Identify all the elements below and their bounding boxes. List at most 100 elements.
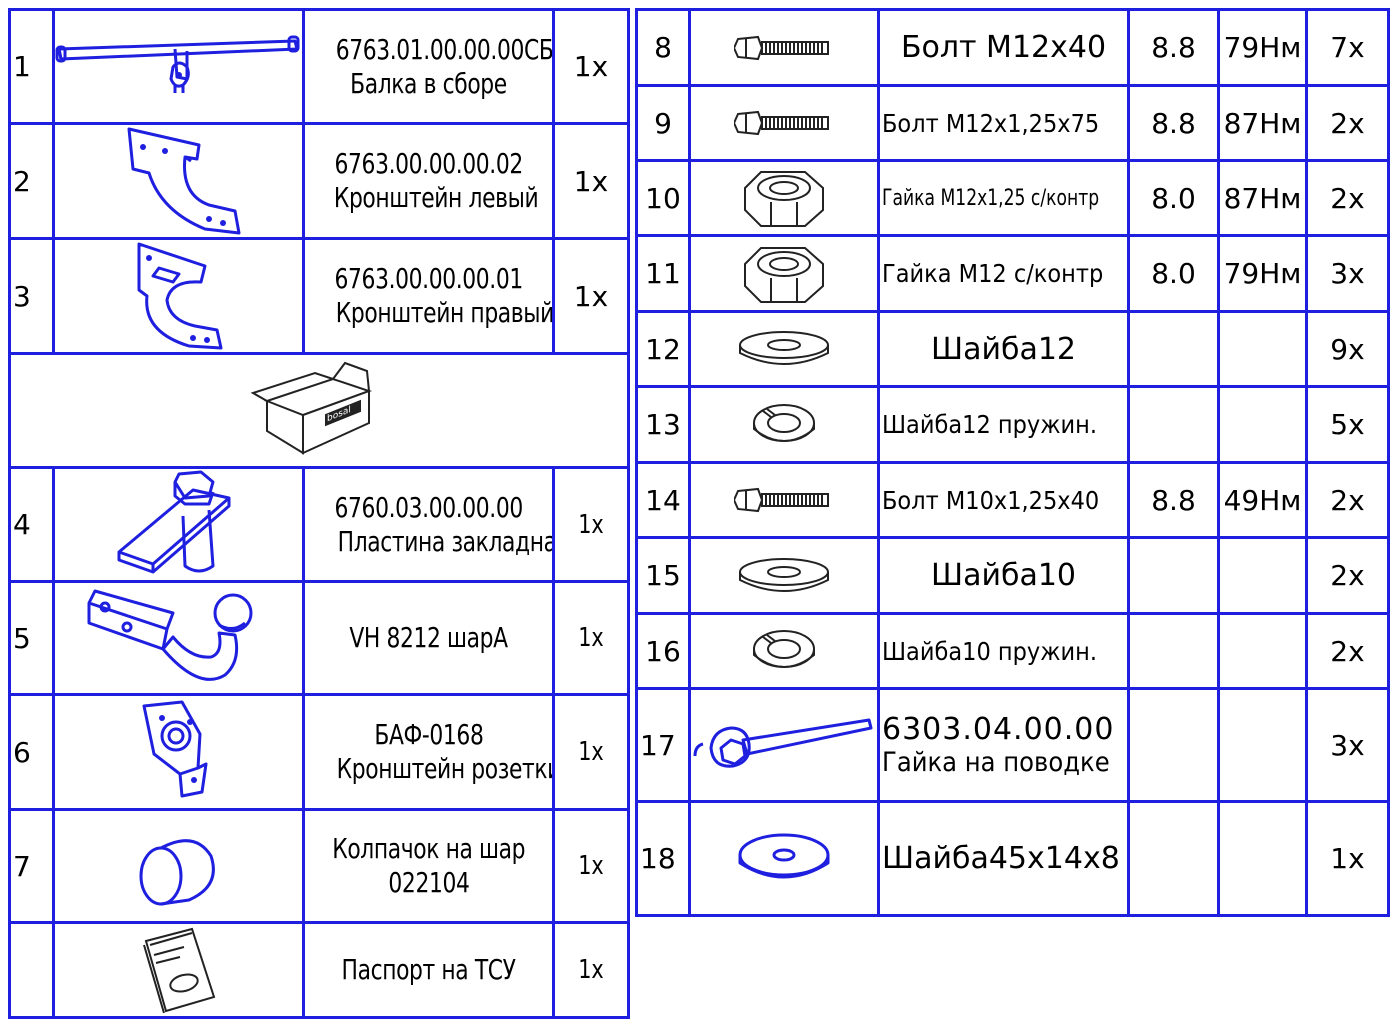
part-name: Гайка М12х1,25 с/контр	[877, 159, 1130, 237]
part-name: Болт М12х1,25х75	[877, 84, 1130, 162]
quantity: 1x	[552, 808, 630, 924]
torque	[1217, 612, 1308, 690]
part-name: Кронштейн левый	[333, 181, 539, 214]
towball-icon	[52, 580, 305, 696]
quantity: 2x	[1305, 612, 1390, 690]
quantity: 3x	[1305, 687, 1390, 803]
part-description: Колпачок на шар 022104	[302, 808, 555, 924]
quantity: 1x	[552, 8, 630, 125]
table-row: Паспорт на ТСУ 1x	[8, 921, 630, 1019]
part-name: Паспорт на ТСУ	[341, 953, 516, 987]
table-row: 8 Болт М12х40 8.8 79Нм 7x	[635, 8, 1390, 87]
torque	[1217, 536, 1308, 615]
part-name: Шайба10	[877, 536, 1130, 615]
spring-washer-icon	[688, 385, 880, 464]
quantity: 2x	[1305, 536, 1390, 615]
table-row: 5 VH 8212 шарА 1x	[8, 580, 630, 696]
bolt-icon	[688, 461, 880, 539]
large-washer-icon	[688, 800, 880, 917]
strength-class	[1127, 310, 1220, 388]
part-name: Болт М10х1,25х40	[877, 461, 1130, 539]
bolt-icon	[688, 84, 880, 162]
torque	[1217, 385, 1308, 464]
item-number: 15	[635, 536, 691, 615]
quantity: 1x	[552, 122, 630, 240]
quantity: 1x	[552, 580, 630, 696]
item-number: 16	[635, 612, 691, 690]
washer-icon	[688, 310, 880, 388]
part-code: 022104	[387, 866, 470, 899]
part-name: Шайба12	[877, 310, 1130, 388]
item-number: 9	[635, 84, 691, 162]
torque	[1217, 687, 1308, 803]
leash-nut-icon	[688, 687, 880, 803]
strength-class: 8.0	[1127, 159, 1220, 237]
table-row: 3 6763.00.00.00.01 Кронштейн правый 1x	[8, 237, 630, 355]
spring-washer-icon	[688, 612, 880, 690]
torque: 79Нм	[1217, 234, 1308, 313]
part-description: 6303.04.00.00 Гайка на поводке	[877, 687, 1130, 803]
table-row: 17 6303.04.00.00 Гайка на поводке 3x	[635, 687, 1390, 803]
item-number: 13	[635, 385, 691, 464]
quantity: 7x	[1305, 8, 1390, 87]
quantity: 1x	[552, 237, 630, 355]
item-number: 18	[635, 800, 691, 917]
right-bracket-icon	[52, 237, 305, 355]
left-bracket-icon	[52, 122, 305, 240]
quantity: 2x	[1305, 84, 1390, 162]
table-row: 16 Шайба10 пружин. 2x	[635, 612, 1390, 690]
parts-table-left: 1 6763.01.00.00.00СБ Балка в сборе 1x 2	[8, 8, 630, 1019]
quantity: 3x	[1305, 234, 1390, 313]
part-code: БАФ-0168	[373, 718, 484, 752]
item-number: 10	[635, 159, 691, 237]
torque: 49Нм	[1217, 461, 1308, 539]
item-number: 5	[8, 580, 55, 696]
packaging-box-icon: bosal	[8, 352, 630, 469]
item-number	[8, 921, 55, 1019]
part-name: Гайка на поводке	[882, 747, 1110, 778]
part-name: Пластина закладная	[337, 524, 554, 558]
item-number: 14	[635, 461, 691, 539]
quantity: 2x	[1305, 159, 1390, 237]
beam-assembly-icon	[52, 8, 305, 125]
strength-class: 8.8	[1127, 8, 1220, 87]
item-number: 3	[8, 237, 55, 355]
parts-table-right: 8 Болт М12х40 8.8 79Нм 7x 9 Болт М12х1,2…	[635, 8, 1390, 917]
torque	[1217, 800, 1308, 917]
table-row: 2 6763.00.00.00.02 Кронштейн левый 1x	[8, 122, 630, 240]
table-row: 4 6760.03.00.00.00 Пластина закладная 1x	[8, 466, 630, 583]
part-name: Болт М12х40	[877, 8, 1130, 87]
strength-class	[1127, 385, 1220, 464]
quantity: 1x	[552, 693, 630, 811]
part-description: VH 8212 шарА	[302, 580, 555, 696]
table-row: 15 Шайба10 2x	[635, 536, 1390, 615]
quantity: 1x	[552, 466, 630, 583]
part-name: Кронштейн розетки	[336, 752, 554, 785]
washer-icon	[688, 536, 880, 615]
nut-icon	[688, 159, 880, 237]
item-number: 2	[8, 122, 55, 240]
quantity: 5x	[1305, 385, 1390, 464]
part-code: 6763.01.00.00.00СБ	[335, 32, 554, 66]
torque: 79Нм	[1217, 8, 1308, 87]
table-row: 9 Болт М12х1,25х75 8.8 87Нм 2x	[635, 84, 1390, 162]
part-description: 6760.03.00.00.00 Пластина закладная	[302, 466, 555, 583]
part-description: 6763.00.00.00.01 Кронштейн правый	[302, 237, 555, 355]
quantity: 2x	[1305, 461, 1390, 539]
part-name: VH 8212 шарА	[349, 621, 508, 655]
socket-bracket-icon	[52, 693, 305, 811]
strength-class	[1127, 536, 1220, 615]
nut-icon	[688, 234, 880, 313]
part-description: БАФ-0168 Кронштейн розетки	[302, 693, 555, 811]
item-number: 8	[635, 8, 691, 87]
part-code: 6763.00.00.00.02	[334, 147, 523, 181]
part-code: 6760.03.00.00.00	[334, 490, 523, 524]
item-number: 4	[8, 466, 55, 583]
quantity: 9x	[1305, 310, 1390, 388]
table-row: 7 Колпачок на шар 022104 1x	[8, 808, 630, 924]
table-row: 10 Гайка М12х1,25 с/контр 8.0 87Нм 2x	[635, 159, 1390, 237]
packaging-row: bosal	[8, 352, 630, 469]
part-description: 6763.01.00.00.00СБ Балка в сборе	[302, 8, 555, 125]
table-row: 1 6763.01.00.00.00СБ Балка в сборе 1x	[8, 8, 630, 125]
part-name: Балка в сборе	[350, 66, 507, 100]
